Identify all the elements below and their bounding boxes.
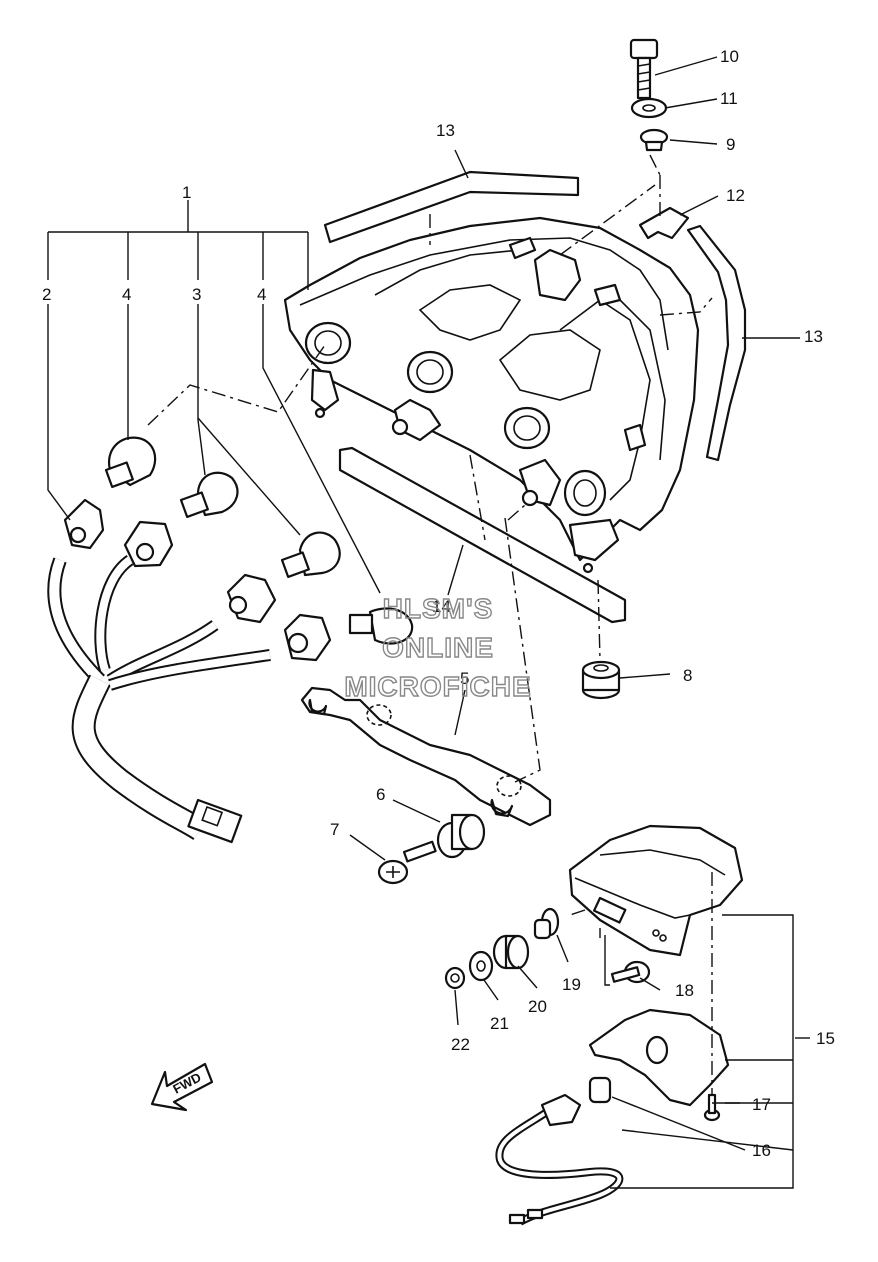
label-12: 12 <box>726 186 745 205</box>
seal-strip-bottom <box>338 446 627 624</box>
bolt-7 <box>377 840 437 885</box>
grommet-20 <box>492 934 530 970</box>
collar-6 <box>436 813 486 859</box>
bulb-3 <box>179 471 239 519</box>
socket-c <box>283 613 332 662</box>
watermark-line-3: MICROFICHE <box>344 671 531 702</box>
bulb-4b <box>280 531 341 579</box>
grommet-8 <box>581 660 621 700</box>
wiring-harness <box>47 555 271 844</box>
nut-22 <box>444 966 466 990</box>
label-1: 1 <box>182 183 191 202</box>
label-13a: 13 <box>436 121 455 140</box>
license-wire <box>495 1093 624 1226</box>
seal-strip-upper <box>323 170 580 244</box>
label-15: 15 <box>816 1029 835 1048</box>
washer-21 <box>468 950 494 982</box>
socket-2 <box>63 498 105 550</box>
washer-11 <box>630 97 668 119</box>
label-14: 14 <box>432 597 451 616</box>
label-17: 17 <box>752 1095 771 1114</box>
label-3: 3 <box>192 285 201 304</box>
grommet-5-b <box>490 798 514 818</box>
fwd-arrow-icon: FWD <box>150 1062 214 1112</box>
lens-socket-15 <box>588 1008 730 1107</box>
license-light-15 <box>568 824 744 957</box>
label-22: 22 <box>451 1035 470 1054</box>
socket-b <box>226 573 277 624</box>
label-4a: 4 <box>122 285 131 304</box>
label-5: 5 <box>460 669 469 688</box>
tail-light-assembly <box>283 216 700 574</box>
leader-lines <box>47 56 810 1189</box>
label-16: 16 <box>752 1141 771 1160</box>
bulb-4a <box>104 436 157 489</box>
watermark-line-1: HLSM'S <box>383 593 494 624</box>
label-11: 11 <box>720 89 738 108</box>
bulb-16 <box>588 1076 612 1104</box>
label-18: 18 <box>675 981 694 1000</box>
bolt-10 <box>629 38 659 100</box>
collar-9 <box>639 128 669 152</box>
watermark-line-2: ONLINE <box>382 632 494 663</box>
bulb-14-side <box>348 607 414 645</box>
label-8: 8 <box>683 666 692 685</box>
part-labels: 1 2 4 3 4 13 13 10 11 9 12 14 8 5 6 7 19… <box>42 47 835 1160</box>
label-2: 2 <box>42 285 51 304</box>
label-20: 20 <box>528 997 547 1016</box>
label-10: 10 <box>720 47 739 66</box>
seal-strip-right <box>686 224 747 462</box>
grommet-5-a <box>308 698 328 716</box>
bracket-5 <box>300 686 552 827</box>
watermark: HLSM'S ONLINE MICROFICHE <box>344 592 532 702</box>
label-4b: 4 <box>257 285 266 304</box>
label-6: 6 <box>376 785 385 804</box>
screw-17 <box>703 1093 721 1122</box>
label-21: 21 <box>490 1014 509 1033</box>
bolt-18 <box>610 960 651 984</box>
label-19: 19 <box>562 975 581 994</box>
label-13b: 13 <box>804 327 823 346</box>
socket-a <box>123 520 174 568</box>
label-9: 9 <box>726 135 735 154</box>
nut-12 <box>638 206 690 240</box>
label-7: 7 <box>330 820 339 839</box>
collar-19 <box>533 907 560 940</box>
